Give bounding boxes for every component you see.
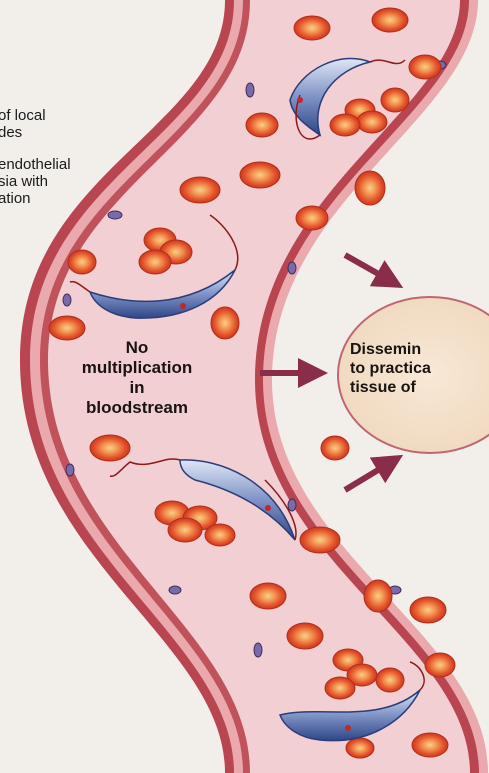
center-label-line: bloodstream: [52, 398, 222, 418]
center-label-line: multiplication: [52, 358, 222, 378]
left-caption-line: des: [0, 124, 22, 141]
no-multiplication-label: No multiplication in bloodstream: [52, 338, 222, 418]
left-caption-line: of local: [0, 107, 46, 124]
left-caption-line: ation: [0, 190, 31, 207]
center-label-line: in: [52, 378, 222, 398]
dissemination-label-line: tissue of: [350, 378, 489, 397]
center-label-line: No: [52, 338, 222, 358]
left-caption-line: sia with: [0, 173, 48, 190]
dissemination-label: Dissemin to practica tissue of: [350, 340, 489, 397]
left-caption-line: endothelial: [0, 156, 71, 173]
dissemination-label-line: Dissemin: [350, 340, 489, 359]
dissemination-label-line: to practica: [350, 359, 489, 378]
